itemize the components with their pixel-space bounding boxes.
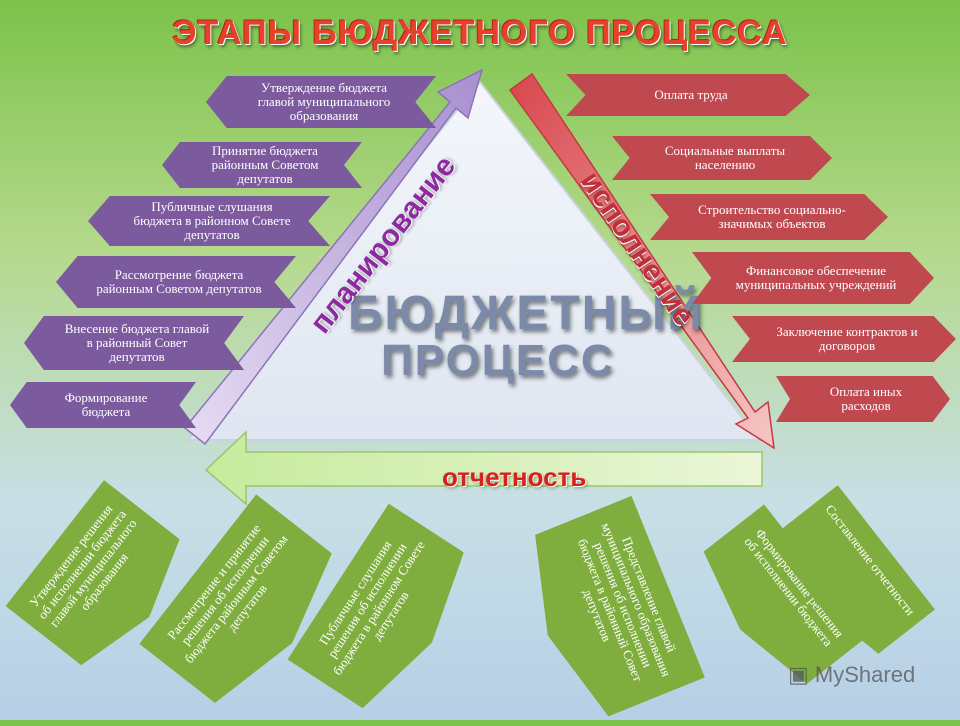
execution-step-3: Строительство социально-значимых объекто… (650, 194, 888, 240)
center-title-line2: ПРОЦЕСС (381, 336, 615, 385)
watermark-text: MyShared (814, 662, 916, 687)
planning-step-2-text: Принятие бюджета районным Советом депута… (211, 143, 319, 186)
planning-arrow (183, 68, 484, 446)
execution-step-6-text: Оплата иных расходов (829, 384, 903, 413)
execution-step-6: Оплата иных расходов (776, 376, 950, 422)
planning-step-3: Публичные слушания бюджета в районном Со… (88, 196, 330, 246)
watermark-logo: ▣ MyShared (788, 662, 915, 688)
planning-step-1-text: Утверждение бюджета главой муниципальног… (257, 80, 391, 123)
execution-step-2-text: Социальные выплаты населению (664, 143, 786, 172)
planning-step-3-text: Публичные слушания бюджета в районном Со… (133, 199, 291, 242)
execution-step-1-text: Оплата труда (654, 87, 728, 102)
execution-step-2: Социальные выплаты населению (612, 136, 832, 180)
reporting-arrow (204, 430, 763, 506)
execution-step-4: Финансовое обеспечение муниципальных учр… (692, 252, 934, 304)
reporting-label: отчетность (442, 462, 587, 492)
execution-step-5: Заключение контрактов и договоров (732, 316, 956, 362)
execution-step-5-text: Заключение контрактов и договоров (776, 324, 918, 353)
watermark-icon: ▣ (788, 662, 815, 687)
planning-step-5: Внесение бюджета главой в районный Совет… (24, 316, 244, 370)
center-title-line1: БЮДЖЕТНЫЙ (348, 287, 704, 340)
execution-step-3-text: Строительство социально-значимых объекто… (698, 202, 846, 231)
page-title: ЭТАПЫ БЮДЖЕТНОГО ПРОЦЕССА (172, 14, 788, 52)
planning-step-5-text: Внесение бюджета главой в районный Совет… (64, 321, 210, 364)
execution-step-4-text: Финансовое обеспечение муниципальных учр… (735, 263, 897, 292)
planning-step-1: Утверждение бюджета главой муниципальног… (206, 76, 436, 128)
planning-step-2: Принятие бюджета районным Советом депута… (162, 142, 362, 188)
planning-step-4: Рассмотрение бюджета районным Советом де… (56, 256, 296, 308)
execution-arrow (508, 72, 775, 450)
planning-step-6: Формирование бюджета (10, 382, 196, 428)
execution-step-1: Оплата труда (566, 74, 810, 116)
planning-step-6-text: Формирование бюджета (64, 390, 148, 419)
planning-step-4-text: Рассмотрение бюджета районным Советом де… (96, 267, 262, 296)
